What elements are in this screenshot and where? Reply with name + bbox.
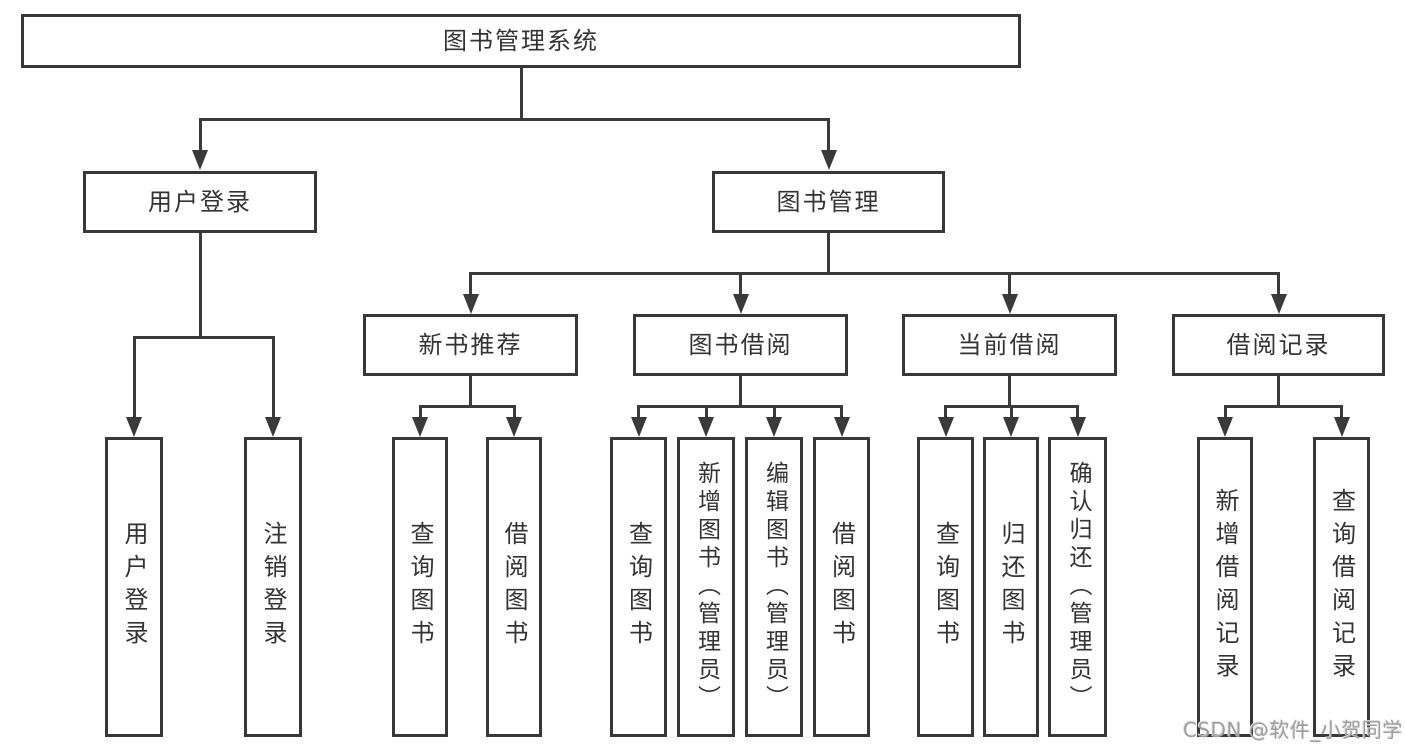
node-label: 当前借阅 [957,331,1062,359]
leaf-box-query-books-recommend: 查询图书 [392,437,448,737]
connector-vline [637,405,640,419]
leaf-box-borrow-books-recommend: 借阅图书 [486,437,542,737]
node-label: 注销登录 [259,521,287,653]
leaf-box-query-books-borrowing: 查询图书 [610,437,667,737]
leaf-box-logout: 注销登录 [244,437,302,737]
connector-vline [739,272,742,296]
connector-vline [519,68,523,118]
arrow-down-icon [265,417,281,437]
arrow-down-icon [766,417,782,437]
leaf-box-confirm-return-admin: 确认归还（管理员） [1048,437,1107,737]
node-label: 查询图书 [406,521,434,653]
leaf-box-edit-books-admin: 编辑图书（管理员） [745,437,803,737]
connector-vline [132,336,136,419]
node-box-root: 图书管理系统 [21,14,1021,68]
node-label: 确认归还（管理员） [1065,461,1091,713]
leaf-box-borrow-books-borrowing: 借阅图书 [813,437,870,737]
leaf-box-add-books-admin: 新增图书（管理员） [677,437,735,737]
node-label: 归还图书 [997,521,1025,653]
arrow-down-icon [412,417,428,437]
connector-vline [198,233,202,338]
watermark: CSDN @软件_小贺同学 [1183,718,1403,742]
connector-vline [1277,272,1280,296]
node-label: 借阅记录 [1226,331,1331,359]
connector-hline [469,272,1280,275]
arrow-down-icon [1333,417,1350,437]
node-label: 用户登录 [148,188,252,216]
node-box-user-login: 用户登录 [83,171,317,233]
arrow-down-icon [1217,417,1233,437]
arrow-down-icon [732,294,749,314]
leaf-box-add-borrow-record: 新增借阅记录 [1197,437,1253,737]
connector-vline [1277,376,1280,407]
leaf-box-user-login: 用户登录 [105,437,163,737]
node-label: 编辑图书（管理员） [761,461,788,713]
connector-vline [1008,376,1011,407]
connector-vline [271,336,275,419]
node-box-book-management: 图书管理 [712,171,945,233]
arrow-down-icon [1270,294,1287,314]
connector-vline [704,405,708,419]
node-label: 借阅图书 [500,521,528,653]
connector-vline [418,405,422,419]
node-label: 查询图书 [624,521,653,653]
connector-vline [1340,405,1343,419]
connector-vline [772,405,776,419]
connector-vline [827,118,830,152]
arrow-down-icon [630,417,647,437]
arrow-down-icon [937,417,954,437]
leaf-box-query-borrow-record: 查询借阅记录 [1313,437,1370,737]
arrow-down-icon [820,150,837,170]
node-label: 图书管理系统 [443,27,599,55]
leaf-box-query-books-current: 查询图书 [917,437,974,737]
node-box-book-borrowing: 图书借阅 [633,314,848,376]
arrow-down-icon [126,417,142,437]
arrow-down-icon [698,417,714,437]
arrow-down-icon [462,294,479,314]
connector-hline [198,118,830,121]
arrow-down-icon [833,417,850,437]
arrow-down-icon [506,417,522,437]
node-label: 图书借阅 [688,331,793,359]
arrow-down-icon [1069,417,1086,437]
node-label: 新增借阅记录 [1211,488,1239,686]
connector-vline [840,405,843,419]
connector-vline [1223,405,1227,419]
connector-vline [827,233,830,274]
connector-vline [512,405,516,419]
node-box-borrowing-records: 借阅记录 [1172,314,1385,376]
connector-vline [1008,272,1011,296]
connector-hline [132,336,275,339]
arrow-down-icon [192,150,208,170]
connector-vline [1009,405,1013,419]
connector-vline [469,376,472,407]
connector-hline [418,405,516,408]
connector-vline [469,272,472,296]
node-label: 新增图书（管理员） [693,461,720,713]
node-label: 借阅图书 [827,521,856,653]
arrow-down-icon [1001,294,1018,314]
connector-vline [739,376,742,407]
leaf-box-return-books: 归还图书 [983,437,1039,737]
node-label: 查询借阅记录 [1327,488,1356,686]
node-label: 查询图书 [931,521,960,653]
connector-hline [637,405,843,408]
connector-vline [1076,405,1079,419]
connector-hline [1223,405,1343,408]
node-label: 新书推荐 [418,331,523,359]
node-box-current-borrowing: 当前借阅 [902,314,1117,376]
node-label: 图书管理 [776,188,881,216]
connector-vline [944,405,947,419]
arrow-down-icon [1003,417,1019,437]
node-label: 用户登录 [120,521,148,653]
node-box-new-book-recommend: 新书推荐 [363,314,578,376]
connector-vline [198,118,202,152]
